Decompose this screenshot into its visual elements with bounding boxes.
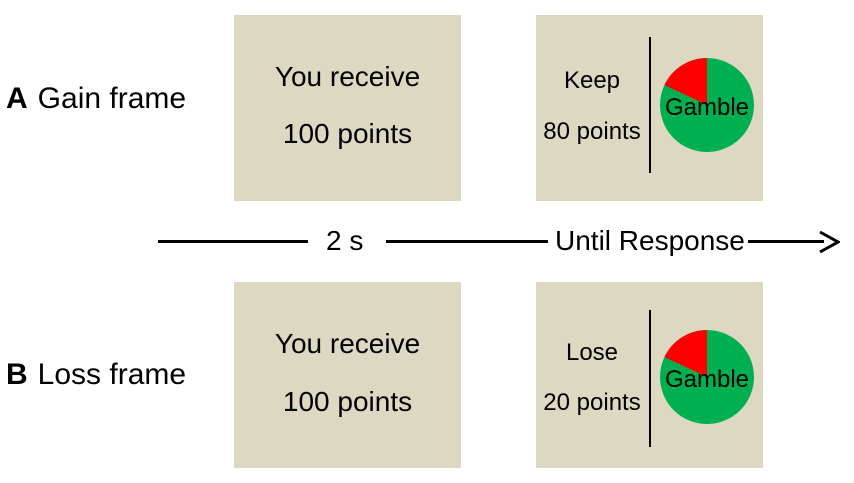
row-letter: B	[6, 358, 28, 391]
stimulus-line-2: 100 points	[282, 386, 413, 417]
timeline-duration-second: Until Response	[555, 225, 745, 256]
frame-label: Loss frame	[37, 358, 187, 391]
timeline-line-middle	[386, 240, 548, 243]
gamble-label: Gamble	[665, 366, 749, 393]
timeline-line-end	[748, 240, 824, 243]
sure-option-amount: 80 points	[543, 118, 641, 145]
gamble-pie-icon: Gamble	[660, 330, 754, 424]
gamble-label: Gamble	[665, 94, 749, 121]
gamble-pie-icon: Gamble	[660, 58, 754, 152]
row-b-label: B Loss frame	[6, 358, 186, 392]
stimulus-line-1: You receive	[274, 328, 421, 359]
timeline-arrow-icon	[819, 230, 840, 254]
timeline-line-start	[158, 240, 308, 243]
option-divider	[649, 37, 651, 173]
row-a-label: A Gain frame	[6, 82, 186, 116]
row-letter: A	[6, 82, 28, 115]
stimulus-line-1: You receive	[274, 61, 421, 92]
option-divider	[649, 310, 651, 447]
sure-option-amount: 20 points	[543, 389, 641, 416]
loss-stimulus-screen: You receive 100 points	[234, 282, 461, 468]
lose-slice	[664, 58, 707, 105]
lose-slice	[664, 330, 707, 377]
loss-choice-screen: Lose 20 points Gamble	[536, 282, 763, 468]
timeline-duration-first: 2 s	[326, 225, 364, 256]
sure-option-label: Lose	[565, 339, 619, 366]
frame-label: Gain frame	[37, 82, 187, 115]
gain-stimulus-screen: You receive 100 points	[234, 15, 461, 201]
stimulus-line-2: 100 points	[282, 118, 413, 149]
sure-option-label: Keep	[563, 67, 621, 94]
gain-choice-screen: Keep 80 points Gamble	[536, 15, 763, 201]
